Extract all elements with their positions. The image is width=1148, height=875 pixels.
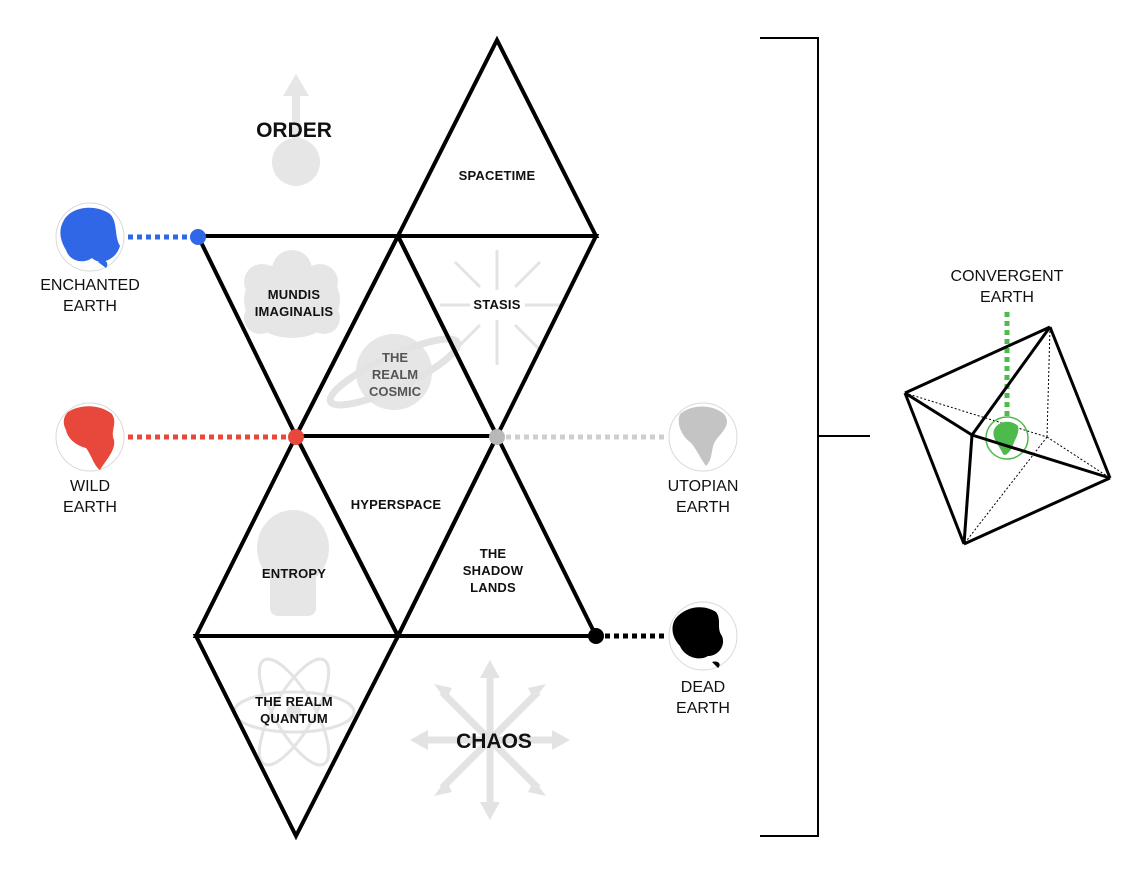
label-convergent-line1: CONVERGENT bbox=[951, 268, 1064, 285]
triangle-quantum bbox=[192, 634, 402, 841]
wild-node bbox=[288, 429, 304, 445]
dead-earth-globe-icon bbox=[668, 601, 738, 671]
label-shadow-line2: SHADOW bbox=[463, 563, 524, 578]
label-dead-line1: DEAD bbox=[681, 679, 725, 696]
label-chaos: CHAOS bbox=[456, 730, 532, 753]
label-dead-line2: EARTH bbox=[676, 700, 730, 717]
octahedron bbox=[903, 325, 1112, 546]
label-entropy: ENTROPY bbox=[262, 566, 326, 581]
order-arrow-icon bbox=[272, 74, 320, 186]
utopian-earth-globe-icon bbox=[668, 402, 738, 472]
label-convergent-line2: EARTH bbox=[980, 289, 1034, 306]
label-cosmic-line1: THE bbox=[382, 350, 408, 365]
label-wild-line1: WILD bbox=[70, 478, 110, 495]
label-cosmic-line2: REALM bbox=[372, 367, 418, 382]
brain-icon bbox=[244, 250, 340, 338]
skull-icon bbox=[257, 510, 329, 616]
stasis-arrows-icon bbox=[440, 250, 560, 365]
label-shadow-line3: LANDS bbox=[470, 580, 516, 595]
dead-node bbox=[588, 628, 604, 644]
label-mundis-line2: IMAGINALIS bbox=[255, 304, 334, 319]
bracket bbox=[760, 37, 819, 837]
label-shadow-line1: THE bbox=[480, 546, 507, 561]
wild-earth-globe-icon bbox=[55, 402, 125, 472]
planet-ring-icon bbox=[326, 334, 462, 410]
label-spacetime: SPACETIME bbox=[459, 168, 536, 183]
label-utopian-line2: EARTH bbox=[676, 499, 730, 516]
label-enchanted-line2: EARTH bbox=[63, 298, 117, 315]
triangle-shadow-lands bbox=[394, 431, 600, 638]
utopian-node bbox=[489, 429, 505, 445]
triangle-spacetime bbox=[394, 35, 600, 238]
label-hyperspace: HYPERSPACE bbox=[351, 497, 442, 512]
triangle-net bbox=[192, 35, 600, 841]
chaos-star-icon bbox=[422, 672, 558, 808]
chaos-arrowheads bbox=[410, 660, 570, 820]
label-cosmic-line3: COSMIC bbox=[369, 384, 422, 399]
label-quantum-line2: QUANTUM bbox=[260, 711, 328, 726]
label-stasis: STASIS bbox=[473, 297, 520, 312]
label-wild-line2: EARTH bbox=[63, 499, 117, 516]
label-quantum-line1: THE REALM bbox=[255, 694, 333, 709]
label-utopian-line1: UTOPIAN bbox=[668, 478, 739, 495]
convergent-earth-globe-icon bbox=[985, 416, 1029, 460]
label-enchanted-line1: ENCHANTED bbox=[40, 277, 140, 294]
enchanted-node bbox=[190, 229, 206, 245]
label-mundis-line1: MUNDIS bbox=[268, 287, 321, 302]
enchanted-earth-globe-icon bbox=[55, 202, 125, 272]
label-order: ORDER bbox=[256, 119, 332, 142]
